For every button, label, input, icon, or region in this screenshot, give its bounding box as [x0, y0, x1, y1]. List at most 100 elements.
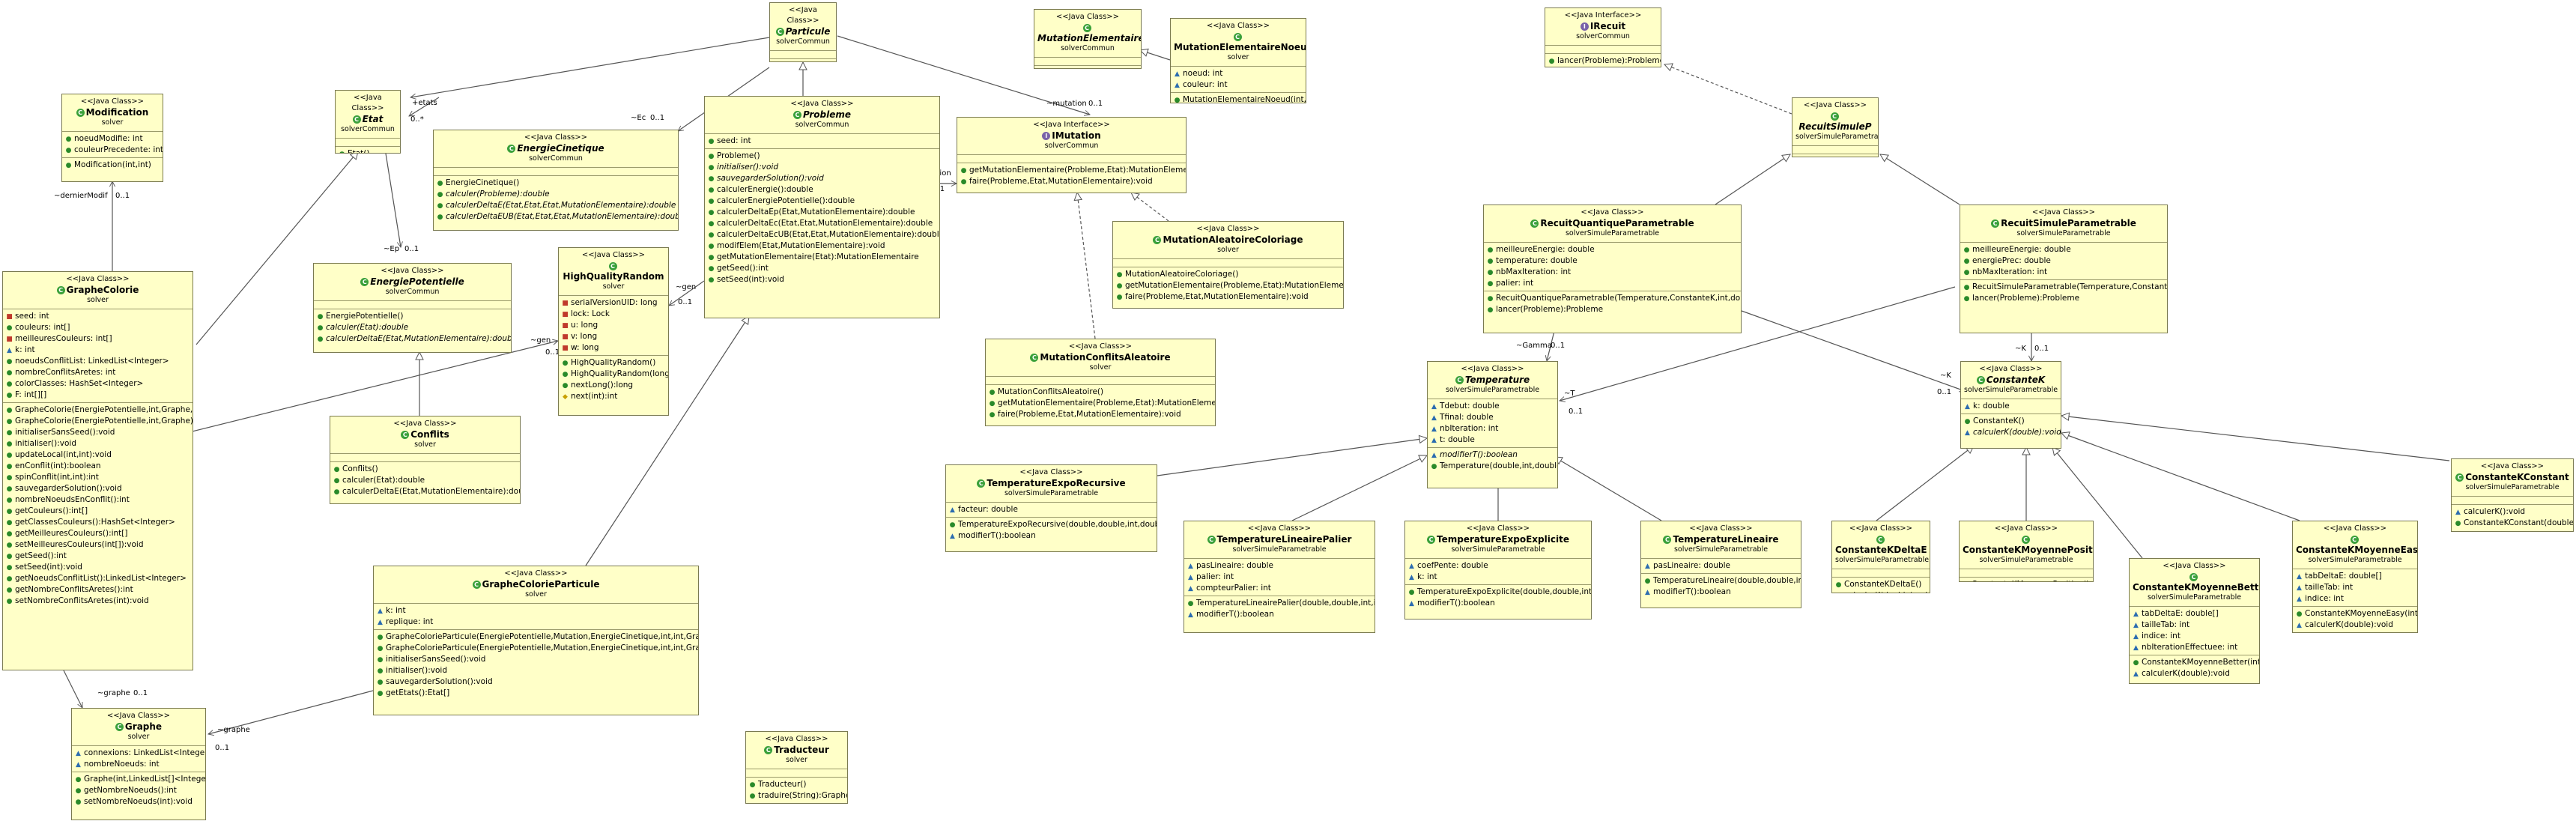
- fields-section: ▲connexions: LinkedList<Integer>▲nombreN…: [72, 746, 205, 772]
- fields-section: [1832, 569, 1930, 578]
- method-text: next(int):int: [571, 392, 618, 401]
- visibility-pack-icon: ▲: [2133, 670, 2139, 678]
- visibility-pub-icon: ●: [1963, 295, 1970, 303]
- stereotype-label: <<Java Class>>: [1689, 524, 1753, 533]
- visibility-pub-icon: ●: [1116, 294, 1123, 301]
- method-row: ●calculerDeltaEp(Etat,MutationElementair…: [707, 207, 937, 218]
- visibility-pub-icon: ●: [437, 180, 443, 187]
- methods-section: ●TemperatureExpoRecursive(double,double,…: [946, 518, 1157, 543]
- methods-section: ●ConstanteKMoyenneBetter(int)▲calculerK(…: [2130, 655, 2259, 681]
- method-text: faire(Probleme,Etat,MutationElementaire)…: [1125, 292, 1309, 301]
- class-icon: C: [1530, 219, 1539, 228]
- fields-section: [1034, 58, 1141, 66]
- method-row: ●TemperatureExpoRecursive(double,double,…: [948, 519, 1157, 530]
- class-name-text: ConstanteKDeltaE: [1835, 545, 1927, 555]
- class-name-text: ConstanteKMoyennePositive: [1963, 545, 2094, 555]
- field-text: k: int: [386, 606, 406, 615]
- visibility-pub-icon: ●: [65, 147, 72, 154]
- edge-label: 0..1: [1569, 408, 1584, 416]
- method-text: lancer(Probleme):Probleme: [1972, 294, 2080, 303]
- method-text: calculerDeltaE(Etat,MutationElementaire)…: [342, 487, 521, 496]
- method-row: ▲calculerK(double):void: [2295, 619, 2415, 631]
- class-icon: C: [1976, 376, 1985, 384]
- method-row: ●RecuitSimuleParametrable(Temperature,Co…: [1963, 282, 2167, 293]
- class-particule[interactable]: <<Java Class>>CParticulesolverCommun●Par…: [769, 2, 837, 62]
- method-row: ●MutationConflitsAleatoire(): [988, 387, 1213, 398]
- method-text: getMeilleuresCouleurs():int[]: [15, 529, 128, 538]
- field-text: couleur: int: [1183, 80, 1228, 89]
- methods-section: ●Particule(): [770, 59, 836, 61]
- visibility-prot-icon: ◆: [563, 393, 568, 401]
- visibility-pub-icon: ●: [65, 162, 72, 169]
- field-row: ▲coefPente: double: [1407, 560, 1589, 572]
- edge-label: ~T: [1564, 390, 1575, 398]
- method-row: ●GrapheColorie(EnergiePotentielle,int,Gr…: [5, 405, 193, 416]
- visibility-pack-icon: ▲: [2133, 622, 2139, 629]
- method-row: ●setNombreConflitsAretes(int):void: [5, 596, 190, 607]
- method-row: ●Conflits(): [333, 464, 518, 475]
- class-icon: C: [76, 109, 85, 117]
- fields-section: [1113, 259, 1343, 267]
- fields-section: [986, 377, 1215, 385]
- field-row: ▲tailleTab: int: [2132, 619, 2257, 631]
- visibility-pub-icon: ●: [1487, 280, 1494, 288]
- class-constantekmoyennepositive[interactable]: <<Java Class>>CConstanteKMoyennePositive…: [1959, 521, 2094, 582]
- method-row: ●getMeilleuresCouleurs():int[]: [5, 528, 190, 539]
- method-text: getMutationElementaire(Probleme,Etat):Mu…: [969, 166, 1186, 175]
- field-text: meilleureEnergie: double: [1972, 245, 2071, 254]
- visibility-pub-icon: ●: [989, 411, 995, 419]
- fields-section: ▲k: int▲replique: int: [374, 604, 698, 630]
- class-name-text: ConstanteKMoyenneBetter: [2133, 582, 2260, 593]
- class-name-text: Probleme: [802, 109, 852, 120]
- edge-label: 0..1: [678, 298, 693, 306]
- class-icon: C: [1082, 24, 1091, 32]
- method-text: setSeed(int):void: [717, 275, 784, 284]
- class-icon: C: [793, 111, 801, 119]
- method-text: calculerDeltaEp(Etat,MutationElementaire…: [717, 207, 915, 216]
- edge-gamma: [1547, 330, 1555, 361]
- visibility-pub-icon: ●: [377, 645, 384, 652]
- class-name-text: GrapheColorie: [66, 285, 139, 295]
- class-name: CConstanteKMoyenneEasy: [2296, 534, 2417, 555]
- edge-mutation-particule: [837, 35, 1090, 115]
- method-text: nombreNoeudsEnConflit():int: [15, 495, 130, 504]
- visibility-pack-icon: ▲: [7, 347, 12, 354]
- visibility-priv-icon: ■: [6, 336, 13, 343]
- visibility-pack-icon: ▲: [2133, 611, 2139, 618]
- method-row: ●MutationAleatoireColoriage(): [1115, 269, 1341, 280]
- fields-section: ▲noeud: int▲couleur: int: [1171, 67, 1306, 93]
